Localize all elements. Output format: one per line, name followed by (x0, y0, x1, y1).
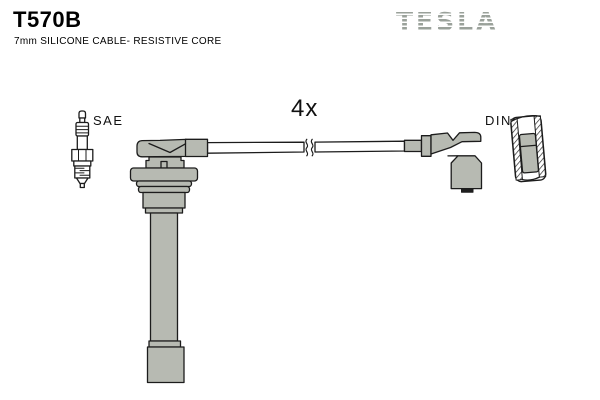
spark-plug-icon (71, 110, 94, 189)
din-terminal-cross-section-icon (510, 114, 547, 183)
part-number: T570B (13, 7, 82, 32)
product-description: 7mm SILICONE CABLE- RESISTIVE CORE (14, 36, 222, 47)
cable-icon (206, 138, 406, 157)
din-label: DIN (485, 113, 512, 128)
distributor-boot-icon (403, 131, 483, 193)
sae-label: SAE (93, 113, 124, 128)
quantity-label: 4x (291, 95, 319, 122)
spark-plug-boot-icon (129, 138, 209, 384)
